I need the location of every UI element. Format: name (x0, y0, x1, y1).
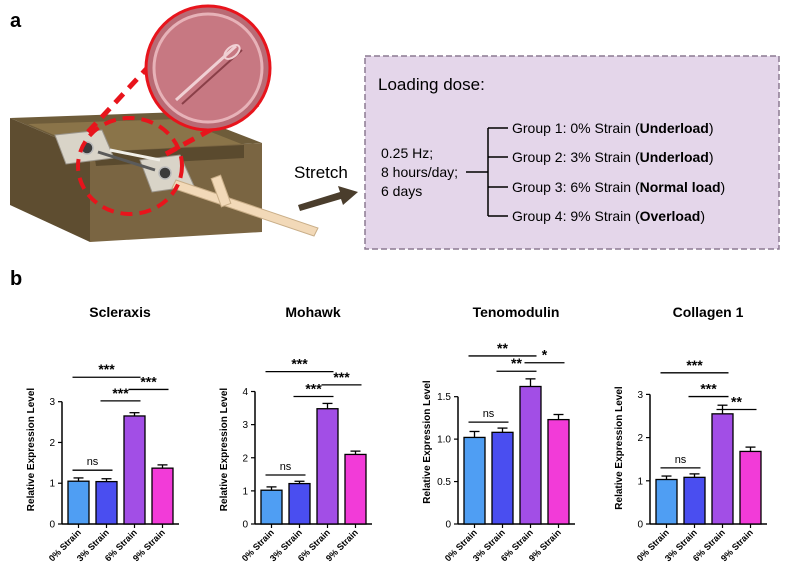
significance-label: *** (291, 356, 308, 372)
group-bracket (466, 127, 508, 217)
bar-0 (67, 480, 90, 525)
condition-duration: 8 hours/day; (381, 164, 458, 180)
y-tick-label: 1.0 (437, 435, 451, 446)
y-tick-label: 3 (637, 390, 643, 401)
significance-label: ** (511, 355, 522, 371)
y-tick-label: 2 (637, 433, 643, 444)
significance-label: * (542, 347, 548, 363)
stretch-arrow-icon (298, 186, 358, 211)
y-tick-label: 4 (242, 387, 248, 398)
panel-b-label: b (10, 268, 22, 290)
y-axis-label: Relative Expression Level (219, 388, 230, 512)
bar-2 (316, 408, 339, 525)
condition-days: 6 days (381, 183, 422, 199)
condition-frequency: 0.25 Hz; (381, 145, 433, 161)
y-tick-label: 2 (242, 453, 248, 464)
significance-label: *** (112, 385, 129, 401)
y-tick-label: 0 (445, 520, 451, 531)
significance-label: ns (280, 461, 292, 473)
significance-label: *** (305, 380, 322, 396)
significance-label: ns (87, 456, 99, 468)
chart-title: Mohawk (285, 304, 340, 320)
bioreactor-illustration (10, 4, 319, 242)
bar-3 (739, 450, 762, 525)
bar-1 (491, 431, 514, 525)
significance-label: *** (98, 361, 115, 377)
group-1: Group 1: 0% Strain (Underload) (512, 120, 714, 136)
bar-1 (683, 476, 706, 525)
panel-a-label: a (10, 10, 22, 32)
significance-label: ** (731, 394, 742, 410)
significance-label: *** (333, 369, 350, 385)
y-tick-label: 0 (242, 520, 248, 531)
bar-3 (151, 467, 174, 525)
y-tick-label: 1.5 (437, 392, 451, 403)
chart-title: Scleraxis (89, 304, 151, 320)
significance-label: ns (483, 408, 495, 420)
y-tick-label: 0.5 (437, 477, 451, 488)
significance-label: ** (497, 340, 508, 356)
chart-title: Collagen 1 (673, 304, 744, 320)
bar-0 (260, 489, 283, 525)
significance-label: *** (140, 373, 157, 389)
group-list: Group 1: 0% Strain (Underload) Group 2: … (512, 120, 725, 224)
bar-2 (519, 385, 542, 525)
y-tick-label: 1 (637, 476, 643, 487)
bar-0 (655, 478, 678, 525)
chart-title: Tenomodulin (473, 304, 560, 320)
group-2: Group 2: 3% Strain (Underload) (512, 149, 714, 165)
y-tick-label: 1 (49, 479, 55, 490)
bar-2 (123, 415, 146, 525)
y-tick-label: 2 (49, 438, 55, 449)
y-tick-label: 3 (242, 420, 248, 431)
significance-label: ns (675, 454, 687, 466)
y-axis-label: Relative Expression Level (614, 386, 625, 510)
significance-label: *** (700, 381, 717, 397)
stretch-label: Stretch (294, 163, 348, 182)
group-4: Group 4: 9% Strain (Overload) (512, 208, 705, 224)
bar-0 (463, 436, 486, 525)
significance-label: *** (686, 357, 703, 373)
loading-dose-title: Loading dose: (378, 75, 485, 94)
group-3: Group 3: 6% Strain (Normal load) (512, 179, 725, 195)
bar-1 (288, 482, 311, 525)
bar-1 (95, 480, 118, 525)
y-axis-label: Relative Expression Level (26, 388, 37, 512)
bar-2 (711, 413, 734, 525)
y-tick-label: 0 (637, 520, 643, 531)
bar-3 (547, 418, 570, 525)
y-tick-label: 0 (49, 520, 55, 531)
y-axis-label: Relative Expression Level (422, 380, 433, 504)
loading-dose-box (364, 55, 780, 250)
bar-3 (344, 453, 367, 525)
y-tick-label: 3 (49, 397, 55, 408)
y-tick-label: 1 (242, 486, 248, 497)
